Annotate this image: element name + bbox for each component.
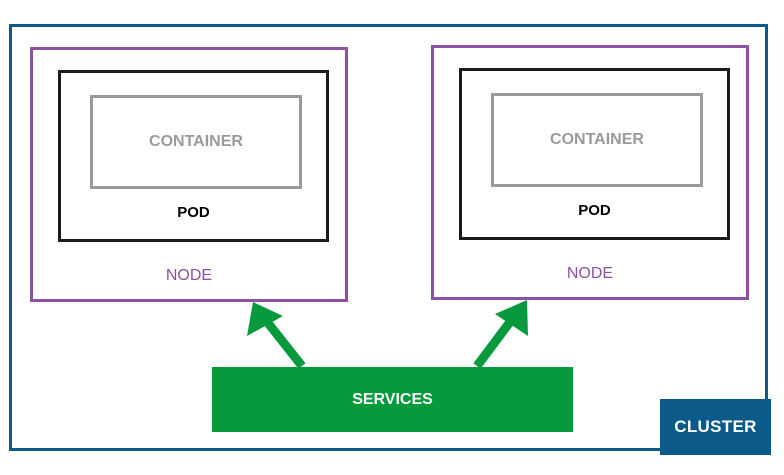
container-right: CONTAINER xyxy=(491,93,703,187)
arrow-up-left-icon xyxy=(247,302,306,369)
pod-label-right: POD xyxy=(578,202,611,219)
container-left: CONTAINER xyxy=(90,95,302,189)
pod-label-left: POD xyxy=(177,204,210,221)
pod-left: CONTAINER POD xyxy=(58,70,329,242)
cluster-label-text: CLUSTER xyxy=(674,417,757,436)
cluster-boundary xyxy=(9,24,768,451)
node-right: CONTAINER POD NODE xyxy=(431,45,749,300)
node-label-left: NODE xyxy=(165,267,213,284)
services-label: SERVICES xyxy=(352,390,433,408)
services-box: SERVICES xyxy=(212,367,573,432)
container-label-left: CONTAINER xyxy=(149,133,243,150)
arrow-up-right-icon xyxy=(473,300,528,369)
node-left: CONTAINER POD NODE xyxy=(30,47,348,302)
node-label-right: NODE xyxy=(566,265,614,282)
cluster-label: CLUSTER xyxy=(660,399,771,455)
container-label-right: CONTAINER xyxy=(550,131,644,148)
pod-right: CONTAINER POD xyxy=(459,68,730,240)
